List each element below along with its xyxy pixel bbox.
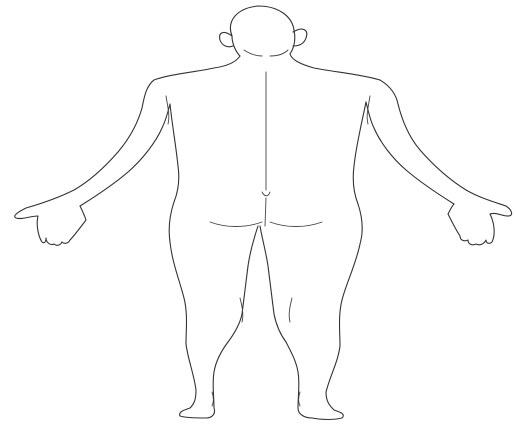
left-scapula-line <box>166 96 169 124</box>
left-hand-outline <box>37 206 86 245</box>
right-knee-line <box>289 298 292 322</box>
right-scapula-line <box>367 96 370 124</box>
right-gluteal-fold-line <box>270 222 322 227</box>
neck-line <box>244 50 288 56</box>
right-arm-inner-outline <box>366 102 454 204</box>
right-hand-outline <box>448 204 494 245</box>
right-torso-outline <box>290 54 512 216</box>
left-ear-outline <box>220 33 233 47</box>
gluteal-cleft-line <box>262 192 270 226</box>
left-leg-inner-outline <box>213 226 258 408</box>
head-outline <box>230 6 294 56</box>
left-gluteal-fold-line <box>210 222 262 227</box>
left-arm-inner-outline <box>80 104 170 206</box>
right-leg-outer-outline <box>298 244 360 420</box>
left-flank-outline <box>169 104 179 242</box>
left-leg-outer-outline <box>170 242 215 418</box>
right-leg-inner-outline <box>260 226 299 408</box>
right-flank-outline <box>353 102 366 244</box>
left-torso-outline <box>15 56 240 219</box>
